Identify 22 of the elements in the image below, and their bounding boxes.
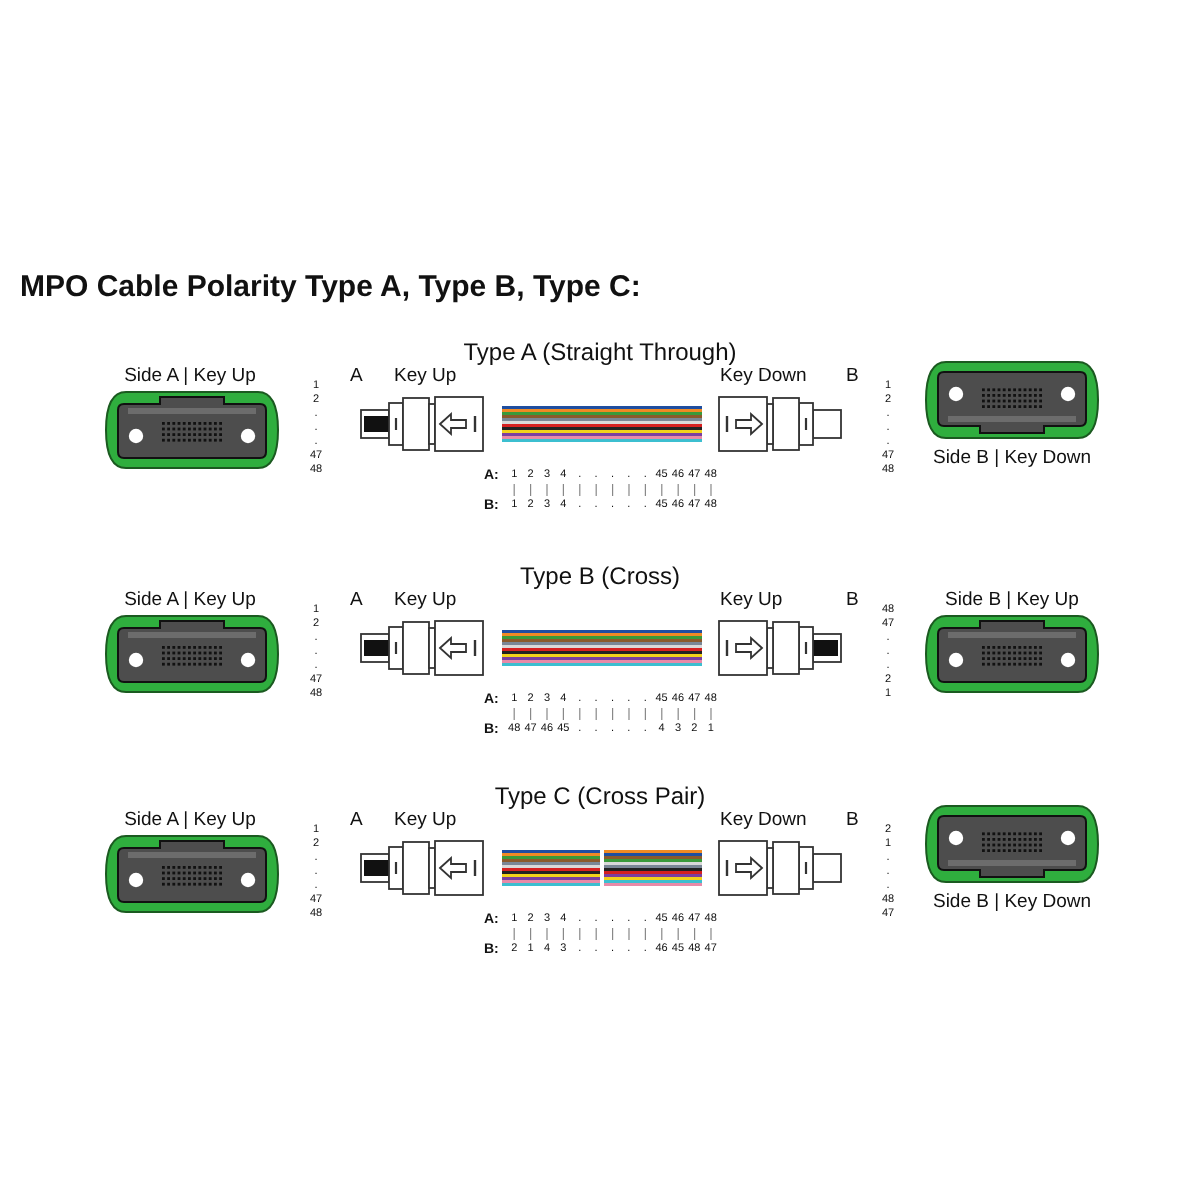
end-letter: A (350, 810, 363, 830)
end-letter: B (846, 590, 859, 610)
section-heading: Type C (Cross Pair) (494, 784, 706, 808)
key-label: Key Up (394, 590, 457, 610)
section-heading: Type B (Cross) (520, 564, 680, 588)
connector-side-label: Side A | Key Up (124, 590, 256, 610)
connector-side-label: Side B | Key Down (932, 892, 1092, 912)
connector-side-label: Side B | Key Down (932, 448, 1092, 468)
key-label: Key Down (720, 810, 807, 830)
end-letter: A (350, 590, 363, 610)
connector-side-label: Side A | Key Up (124, 810, 256, 830)
key-label: Key Up (720, 590, 783, 610)
connector-side-label: Side B | Key Up (945, 590, 1079, 610)
key-label: Key Down (720, 366, 807, 386)
title: MPO Cable Polarity Type A, Type B, Type C: (20, 272, 641, 302)
end-letter: B (846, 366, 859, 386)
key-label: Key Up (394, 810, 457, 830)
key-label: Key Up (394, 366, 457, 386)
end-letter: A (350, 366, 363, 386)
end-letter: B (846, 810, 859, 830)
section-heading: Type A (Straight Through) (463, 340, 737, 364)
connector-side-label: Side A | Key Up (124, 366, 256, 386)
